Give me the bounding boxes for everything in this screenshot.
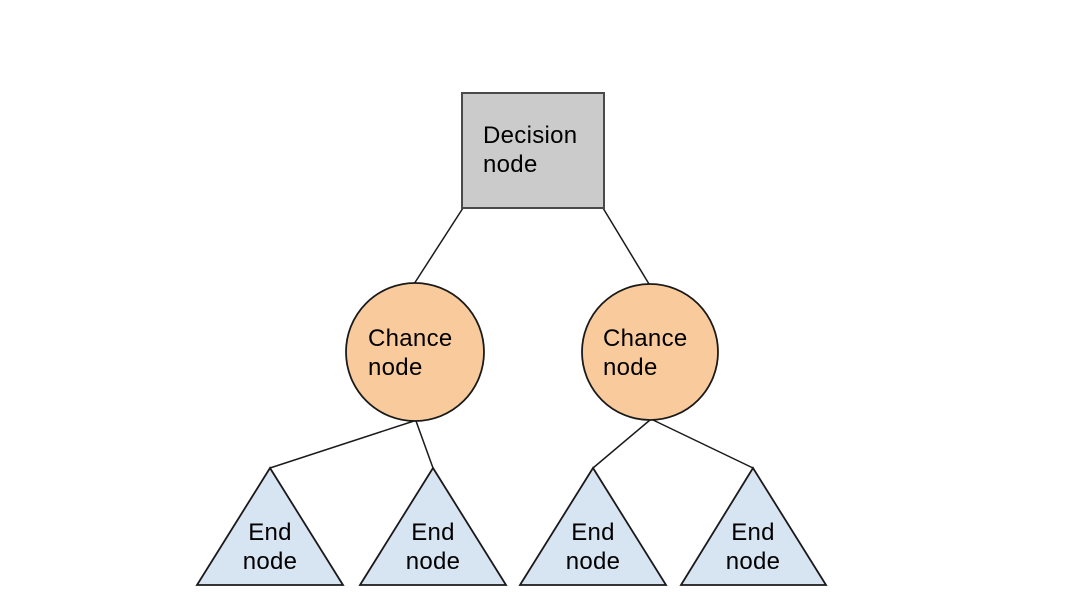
- end-node-3-shape: [518, 466, 668, 586]
- chance-node-right: Chance node: [581, 283, 719, 421]
- end-node-4-label-line2: node: [726, 548, 781, 575]
- chance-node-left-shape: [345, 282, 485, 422]
- end-node-1: End node: [195, 466, 345, 586]
- edge-decision-to-chance-left: [413, 207, 464, 285]
- decision-node: Decision node: [461, 92, 605, 209]
- end-node-1-label-line1: End: [248, 519, 292, 546]
- decision-node-label-line2: node: [483, 151, 538, 178]
- chance-node-left-label-line2: node: [368, 354, 423, 381]
- decision-node-shape: [461, 92, 605, 209]
- edge-chanceright-to-end3: [592, 419, 651, 469]
- end-node-1-label-line2: node: [243, 548, 298, 575]
- edge-decision-to-chance-right: [602, 207, 650, 285]
- end-node-1-shape: [195, 466, 345, 586]
- end-node-3-label-line2: node: [566, 548, 621, 575]
- end-node-3-label-line1: End: [571, 519, 615, 546]
- chance-node-left: Chance node: [345, 282, 485, 422]
- end-node-2: End node: [358, 466, 508, 586]
- end-node-4-label-line1: End: [731, 519, 775, 546]
- edges: [269, 207, 754, 469]
- end-node-2-shape: [358, 466, 508, 586]
- end-node-2-label-line2: node: [406, 548, 461, 575]
- end-node-4: End node: [679, 466, 828, 586]
- end-node-2-label-line1: End: [411, 519, 455, 546]
- edge-chanceright-to-end4: [652, 419, 754, 469]
- end-node-4-shape: [679, 466, 828, 586]
- end-node-3: End node: [518, 466, 668, 586]
- decision-node-label-line1: Decision: [483, 122, 577, 149]
- chance-node-right-label-line2: node: [603, 354, 658, 381]
- edge-chanceleft-to-end2: [415, 420, 434, 469]
- chance-node-right-label-line1: Chance: [603, 325, 688, 352]
- edge-chanceleft-to-end1: [269, 420, 415, 469]
- chance-node-left-label-line1: Chance: [368, 325, 453, 352]
- chance-node-right-shape: [581, 283, 719, 421]
